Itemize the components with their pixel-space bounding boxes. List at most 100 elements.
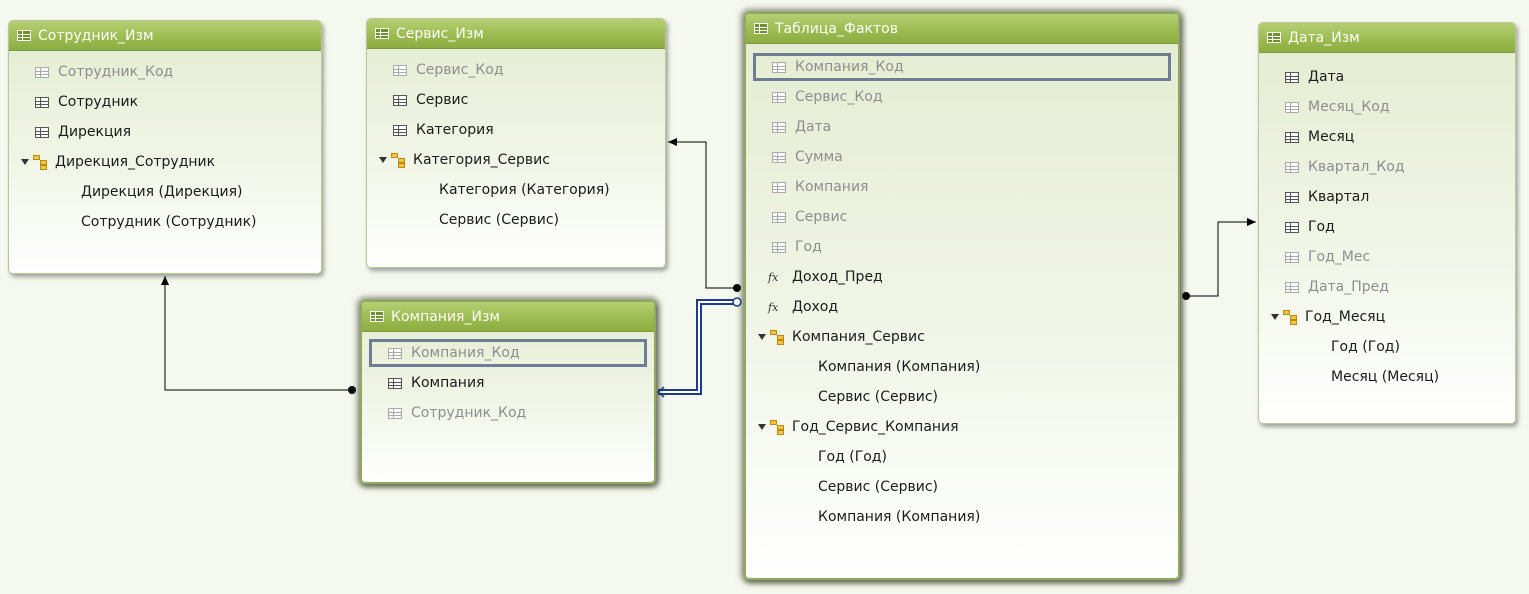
column-company-code[interactable]: Компания_Код: [746, 52, 1178, 82]
column-directorate[interactable]: Дирекция: [9, 117, 321, 147]
hierarchy-icon: [770, 419, 787, 435]
column-employee-code[interactable]: Сотрудник_Код: [362, 398, 654, 428]
table-facts[interactable]: Таблица_Фактов Компания_Код Сервис_Код Д…: [744, 12, 1180, 580]
hierarchy-level[interactable]: Месяц (Месяц): [1259, 362, 1515, 392]
column-date[interactable]: Дата: [1259, 62, 1515, 92]
table-service-header[interactable]: Сервис_Изм: [367, 19, 665, 49]
column-service[interactable]: Сервис: [367, 85, 665, 115]
table-icon: [17, 30, 31, 41]
column-label: Компания_Код: [411, 345, 520, 361]
level-label: Дирекция (Дирекция): [81, 184, 243, 200]
column-icon: [393, 124, 407, 136]
table-company-header[interactable]: Компания_Изм: [362, 302, 654, 332]
table-service[interactable]: Сервис_Изм Сервис_Код Сервис Категория К…: [366, 18, 666, 268]
table-employee-title: Сотрудник_Изм: [38, 27, 154, 44]
calculated-field-icon: fx: [768, 300, 779, 314]
hierarchy-level[interactable]: Сервис (Сервис): [746, 382, 1178, 412]
table-icon: [1267, 32, 1281, 43]
column-year[interactable]: Год: [1259, 212, 1515, 242]
table-employee-header[interactable]: Сотрудник_Изм: [9, 21, 321, 51]
column-icon: [35, 96, 49, 108]
level-label: Компания (Компания): [818, 509, 981, 525]
level-label: Месяц (Месяц): [1331, 369, 1440, 385]
column-service[interactable]: Сервис: [746, 202, 1178, 232]
table-facts-header[interactable]: Таблица_Фактов: [746, 14, 1178, 44]
column-employee[interactable]: Сотрудник: [9, 87, 321, 117]
column-service-code[interactable]: Сервис_Код: [746, 82, 1178, 112]
column-icon: [1285, 221, 1299, 233]
hierarchy-year-month[interactable]: Год_Месяц: [1259, 302, 1515, 332]
hierarchy-label: Категория_Сервис: [413, 152, 550, 168]
link-facts-date: [1186, 218, 1256, 297]
collapse-triangle-icon[interactable]: [379, 157, 387, 163]
column-company-code[interactable]: Компания_Код: [362, 338, 654, 368]
column-year-month[interactable]: Год_Мес: [1259, 242, 1515, 272]
column-label: Дата_Пред: [1308, 279, 1389, 295]
column-label: Дирекция: [58, 124, 132, 140]
column-quarter[interactable]: Квартал: [1259, 182, 1515, 212]
hierarchy-icon: [770, 329, 787, 345]
hierarchy-category-service[interactable]: Категория_Сервис: [367, 145, 665, 175]
table-company[interactable]: Компания_Изм Компания_Код Компания Сотру…: [360, 300, 656, 484]
column-label: Месяц: [1308, 129, 1355, 145]
hierarchy-level[interactable]: Сотрудник (Сотрудник): [9, 207, 321, 237]
hierarchy-level[interactable]: Компания (Компания): [746, 352, 1178, 382]
column-label: Компания: [795, 179, 869, 195]
link-facts-date-dot: [1182, 292, 1190, 300]
column-month[interactable]: Месяц: [1259, 122, 1515, 152]
column-icon: [1285, 191, 1299, 203]
hierarchy-year-service-company[interactable]: Год_Сервис_Компания: [746, 412, 1178, 442]
column-company[interactable]: Компания: [362, 368, 654, 398]
hierarchy-directorate-employee[interactable]: Дирекция_Сотрудник: [9, 147, 321, 177]
calculated-field-income[interactable]: fx Доход: [746, 292, 1178, 322]
column-prev-date[interactable]: Дата_Пред: [1259, 272, 1515, 302]
column-date[interactable]: Дата: [746, 112, 1178, 142]
column-label: Сотрудник: [58, 94, 139, 110]
column-icon: [772, 181, 786, 193]
hierarchy-company-service[interactable]: Компания_Сервис: [746, 322, 1178, 352]
collapse-triangle-icon[interactable]: [1271, 314, 1279, 320]
table-date[interactable]: Дата_Изм Дата Месяц_Код Месяц Квартал_Ко…: [1258, 22, 1516, 424]
column-employee-code[interactable]: Сотрудник_Код: [9, 57, 321, 87]
column-icon: [393, 94, 407, 106]
column-label: Сервис: [795, 209, 848, 225]
collapse-triangle-icon[interactable]: [21, 159, 29, 165]
column-service-code[interactable]: Сервис_Код: [367, 55, 665, 85]
collapse-triangle-icon[interactable]: [758, 334, 766, 340]
column-label: Год: [1308, 219, 1335, 235]
column-icon: [388, 407, 402, 419]
collapse-triangle-icon[interactable]: [758, 424, 766, 430]
level-label: Сервис (Сервис): [439, 212, 560, 228]
hierarchy-level[interactable]: Дирекция (Дирекция): [9, 177, 321, 207]
hierarchy-level[interactable]: Сервис (Сервис): [367, 205, 665, 235]
column-label: Компания_Код: [795, 59, 904, 75]
column-icon: [1285, 161, 1299, 173]
calculated-field-icon: fx: [768, 270, 779, 284]
hierarchy-level[interactable]: Категория (Категория): [367, 175, 665, 205]
column-label: Дата: [795, 119, 832, 135]
table-employee[interactable]: Сотрудник_Изм Сотрудник_Код Сотрудник Ди…: [8, 20, 322, 274]
level-label: Сотрудник (Сотрудник): [81, 214, 257, 230]
column-icon: [35, 126, 49, 138]
column-year[interactable]: Год: [746, 232, 1178, 262]
link-company-employee: [161, 276, 352, 391]
table-icon: [375, 28, 389, 39]
column-label: Дата: [1308, 69, 1345, 85]
column-sum[interactable]: Сумма: [746, 142, 1178, 172]
hierarchy-level[interactable]: Сервис (Сервис): [746, 472, 1178, 502]
hierarchy-level[interactable]: Год (Год): [1259, 332, 1515, 362]
table-date-header[interactable]: Дата_Изм: [1259, 23, 1515, 53]
column-category[interactable]: Категория: [367, 115, 665, 145]
column-label: Квартал_Код: [1308, 159, 1405, 175]
column-month-code[interactable]: Месяц_Код: [1259, 92, 1515, 122]
column-quarter-code[interactable]: Квартал_Код: [1259, 152, 1515, 182]
column-label: Доход: [792, 299, 839, 315]
level-label: Год (Год): [1331, 339, 1400, 355]
column-label: Категория: [416, 122, 494, 138]
hierarchy-level[interactable]: Год (Год): [746, 442, 1178, 472]
hierarchy-level[interactable]: Компания (Компания): [746, 502, 1178, 532]
column-icon: [772, 241, 786, 253]
column-icon: [1285, 251, 1299, 263]
column-company[interactable]: Компания: [746, 172, 1178, 202]
